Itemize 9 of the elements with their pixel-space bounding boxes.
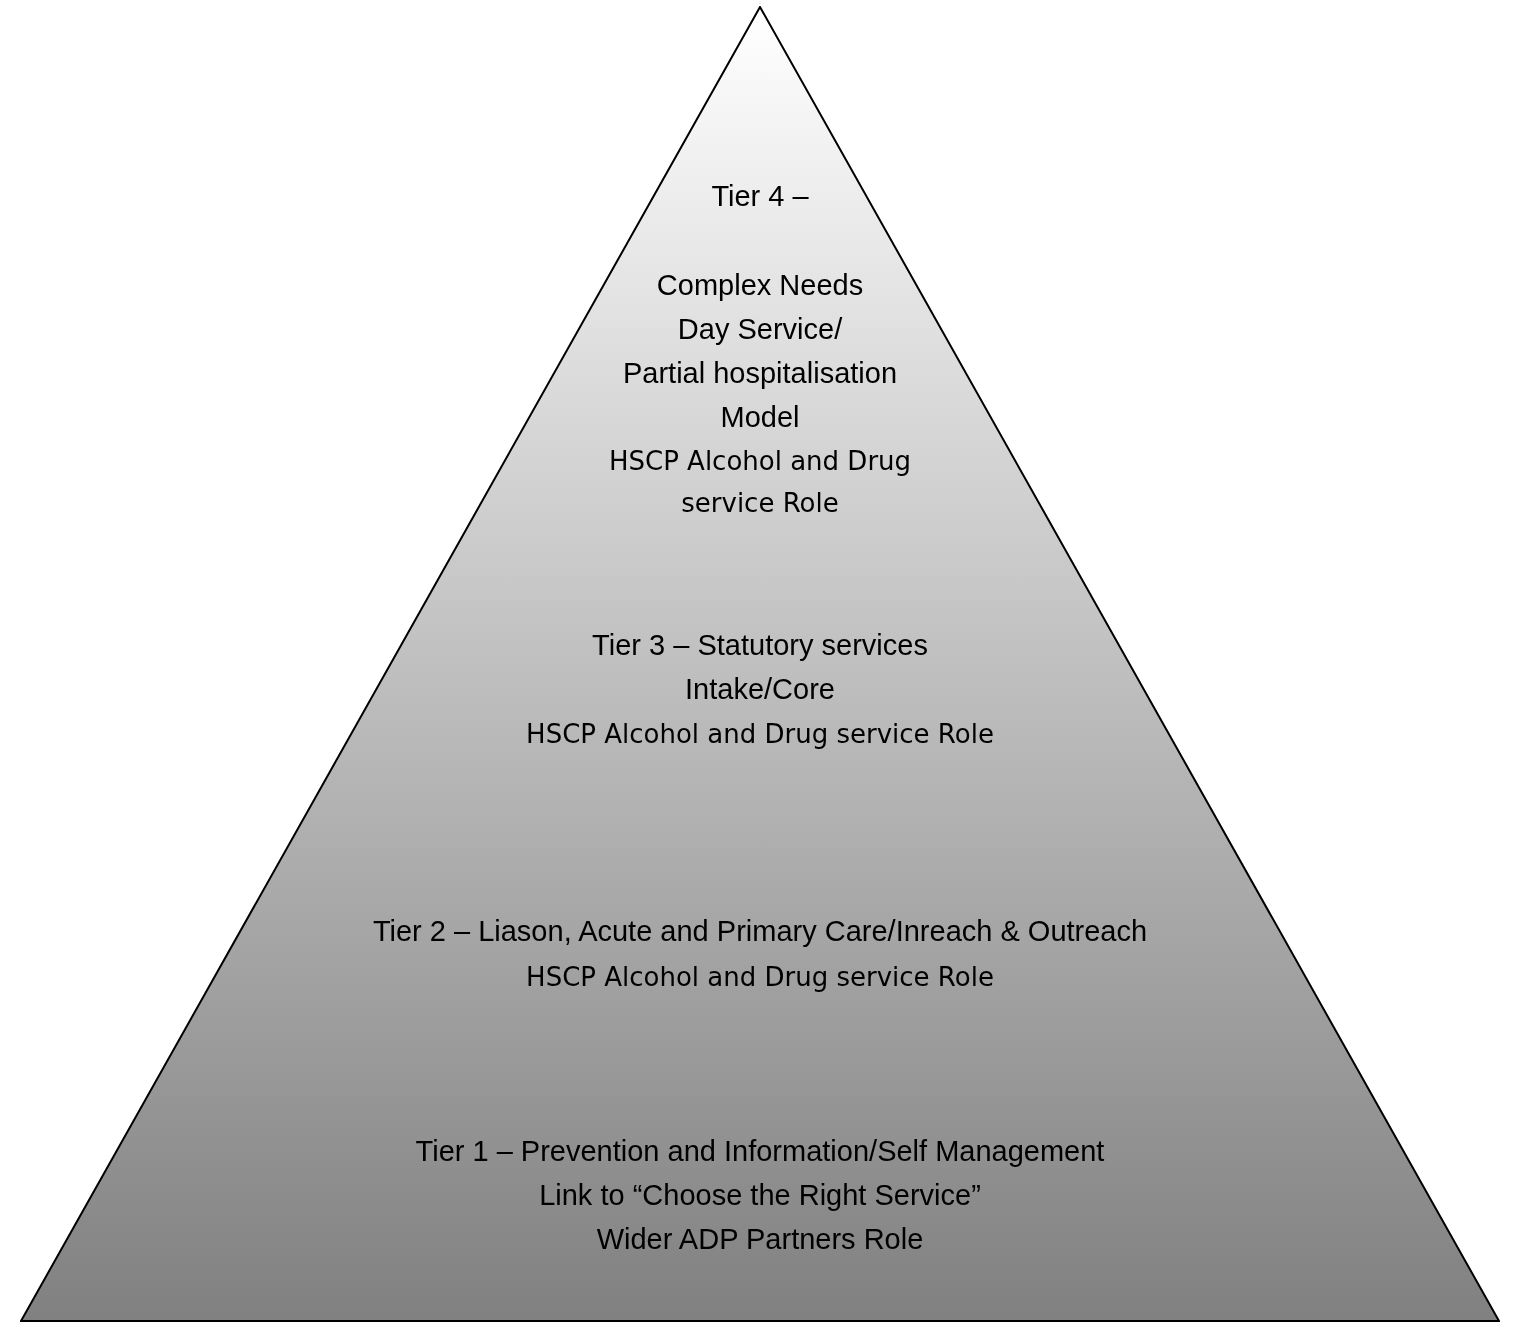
tier-heading: Tier 4 – [711,179,809,214]
service-description: Complex Needs Day Service/ Partial hospitalisation Model [623,268,897,435]
tier-heading: Tier 3 – Statutory services Intake/Core [592,628,928,707]
tier-heading: Tier 1 – Prevention and Information/Self Management Link to “Choose the Right Service” Wider ADP Partners Role [415,1134,1105,1257]
pyramid [20,6,1500,1322]
role-text: HSCP Alcohol and Drug service Role [608,445,912,520]
role-text: HSCP Alcohol and Drug service Role [526,961,994,994]
tier-heading: Tier 2 – Liason, Acute and Primary Care/Inreach & Outreach [372,914,1148,949]
role-text: HSCP Alcohol and Drug service Role [526,718,994,751]
